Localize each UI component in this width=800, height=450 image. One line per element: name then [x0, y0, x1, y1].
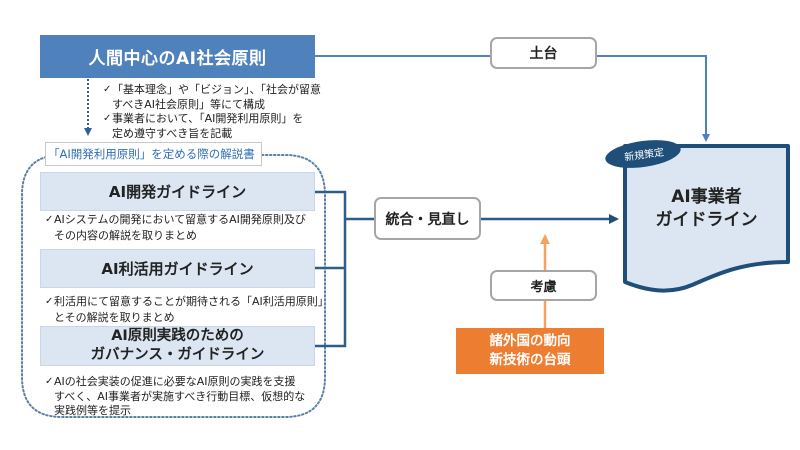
check-icon: ✓ [45, 296, 54, 307]
document-title-line: AI事業者 [671, 187, 742, 207]
ai-utilization-guideline-box: AI利活用ガイドライン [40, 249, 315, 288]
desc-line: AIの社会実装の促進に必要なAI原則の実践を支援 [54, 375, 296, 388]
check-icon: ✓ [45, 214, 54, 225]
principle-bullet: ✓ 「基本理念」や「ビジョン」、「社会が留意 すべきAI社会原則」等にて構成 [103, 83, 321, 112]
check-icon: ✓ [45, 376, 54, 387]
check-icon: ✓ [103, 84, 112, 95]
foundation-text: 土台 [529, 46, 558, 62]
ai-social-principles-box: 人間中心のAI社会原則 [40, 35, 315, 78]
bullet-line: すべきAI社会原則」等にて構成 [112, 97, 265, 111]
guideline-title: AI原則実践のための [111, 328, 244, 344]
new-badge-ellipse [605, 140, 681, 168]
document-shape [623, 144, 790, 293]
foundation-label: 土台 [490, 37, 597, 69]
desc-line: 利活用にて留意することが期待される「AI利活用原則」 [54, 295, 329, 308]
guideline-title: ガバナンス・ガイドライン [90, 347, 265, 363]
governance-guideline-desc: ✓ AIの社会実装の促進に必要なAI原則の実践を支援 すべく、AI事業者が実施す… [45, 375, 320, 419]
governance-guideline-box: AI原則実践のための ガバナンス・ガイドライン [40, 326, 315, 366]
desc-line: その内容の解説を取りまとめ [54, 228, 197, 242]
guidelines-bracket [315, 190, 374, 348]
integrate-review-label: 統合・見直し [374, 197, 481, 240]
bullet-line: 事業者において、「AI開発利用原則」を [112, 112, 304, 125]
guideline-title: AI開発ガイドライン [108, 183, 247, 201]
principle-bullets: ✓ 「基本理念」や「ビジョン」、「社会が留意 すべきAI社会原則」等にて構成 ✓… [103, 83, 321, 141]
consideration-text: 考慮 [530, 280, 557, 295]
bullet-line: 定め遵守すべき旨を記載 [112, 126, 233, 140]
ai-development-guideline-desc: ✓ AIシステムの開発において留意するAI開発原則及び その内容の解説を取りまと… [45, 212, 320, 243]
desc-line: すべく、AI事業者が実施すべき行動目標、仮想的な [54, 389, 306, 403]
guideline-title: AI利活用ガイドライン [101, 260, 254, 278]
explainer-label: 「AI開発利用原則」を定める際の解説書 [45, 142, 262, 166]
external-factor-line: 新技術の台頭 [489, 352, 571, 368]
document-title-line: ガイドライン [655, 210, 758, 230]
ai-utilization-guideline-desc: ✓ 利活用にて留意することが期待される「AI利活用原則」 とその解説を取りまとめ [45, 294, 329, 325]
external-factors-box: 諸外国の動向 新技術の台頭 [456, 328, 604, 374]
consideration-label: 考慮 [490, 270, 597, 301]
desc-line: 実践例等を提示 [54, 404, 131, 417]
desc-line: とその解説を取りまとめ [54, 310, 175, 324]
ai-business-guideline-title: AI事業者 ガイドライン [625, 186, 788, 232]
desc-line: AIシステムの開発において留意するAI開発原則及び [54, 213, 306, 226]
explainer-label-text: 「AI開発利用原則」を定める際の解説書 [48, 147, 255, 161]
bullet-line: 「基本理念」や「ビジョン」、「社会が留意 [112, 83, 321, 96]
principle-bullet: ✓ 事業者において、「AI開発利用原則」を 定め遵守すべき旨を記載 [103, 112, 318, 141]
guidelines-group-border [21, 154, 326, 418]
arrow-foundation-to-document [597, 55, 710, 142]
ai-development-guideline-box: AI開発ガイドライン [40, 172, 315, 211]
ai-social-principles-title: 人間中心のAI社会原則 [88, 49, 267, 69]
external-factor-line: 諸外国の動向 [489, 333, 571, 349]
check-icon: ✓ [103, 113, 112, 124]
integrate-review-text: 統合・見直し [385, 211, 470, 228]
